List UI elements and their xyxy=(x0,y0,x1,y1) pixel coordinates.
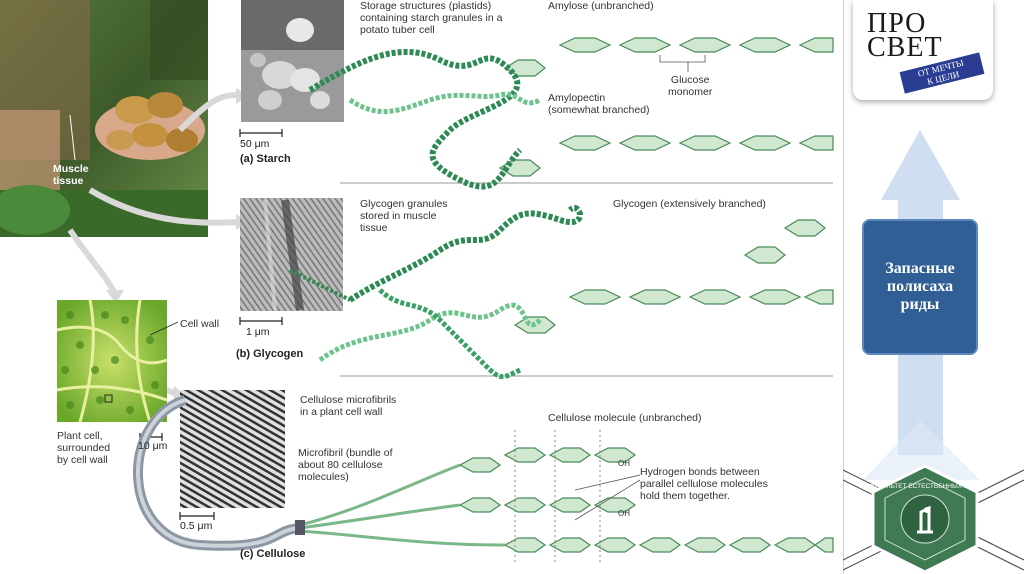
label-starch-storage: Storage structures (plastids) containing… xyxy=(360,0,502,36)
label-plant-cell: Plant cell, surrounded by cell wall xyxy=(57,430,110,466)
potato-photo xyxy=(0,0,208,237)
scale-starch: 50 μm xyxy=(240,138,269,150)
starch-strand xyxy=(310,52,540,187)
glycogen-strand xyxy=(320,208,580,377)
label-microfibril: Microfibril (bundle of about 80 cellulos… xyxy=(298,447,393,483)
starch-micrograph xyxy=(241,0,344,122)
label-cellulose-microfibrils: Cellulose microfibrils in a plant cell w… xyxy=(300,394,396,418)
logo-main: ПРО СВЕТ xyxy=(867,12,943,60)
label-oh-2: OH xyxy=(618,508,630,520)
title-starch: (a) Starch xyxy=(240,153,291,165)
label-amylopectin: Amylopectin (somewhat branched) xyxy=(548,92,650,116)
svg-text:ФАКУЛЬТЕТ ЕСТЕСТВЕННЫХ НАУК: ФАКУЛЬТЕТ ЕСТЕСТВЕННЫХ НАУК xyxy=(869,483,980,490)
title-cellulose: (c) Cellulose xyxy=(240,548,305,560)
amylopectin-chain xyxy=(500,136,833,176)
scale-plant: 10 μm xyxy=(138,440,167,452)
arrow-plant xyxy=(70,230,115,295)
slide-title: Запасные полисаха риды xyxy=(862,219,978,355)
cellulose-micrograph xyxy=(180,390,285,508)
scale-glycogen: 1 μm xyxy=(246,326,270,338)
glycogen-micrograph xyxy=(240,198,343,311)
label-hydrogen-bonds: Hydrogen bonds between parallel cellulos… xyxy=(640,466,768,502)
label-amylose: Amylose (unbranched) xyxy=(548,0,654,12)
prosvet-logo: ПРО СВЕТ ОТ МЕЧТЫ К ЦЕЛИ xyxy=(853,0,993,100)
label-glucose-monomer: Glucose monomer xyxy=(668,74,712,98)
amylose-chain xyxy=(505,38,833,76)
label-glycogen-granules: Glycogen granules stored in muscle tissu… xyxy=(360,198,448,234)
label-glycogen-branched: Glycogen (extensively branched) xyxy=(613,198,766,210)
scale-cellulose: 0.5 μm xyxy=(180,520,212,532)
label-cellulose-molecule: Cellulose molecule (unbranched) xyxy=(548,412,702,424)
title-glycogen: (b) Glycogen xyxy=(236,348,303,360)
label-oh-1: OH xyxy=(618,458,630,470)
glycogen-chain xyxy=(515,220,833,333)
label-muscle-tissue: Muscle tissue xyxy=(53,163,89,187)
label-cell-wall: Cell wall xyxy=(180,318,219,330)
plant-cell-photo xyxy=(57,300,167,422)
faculty-emblem: ФАКУЛЬТЕТ ЕСТЕСТВЕННЫХ НАУК xyxy=(865,464,985,574)
